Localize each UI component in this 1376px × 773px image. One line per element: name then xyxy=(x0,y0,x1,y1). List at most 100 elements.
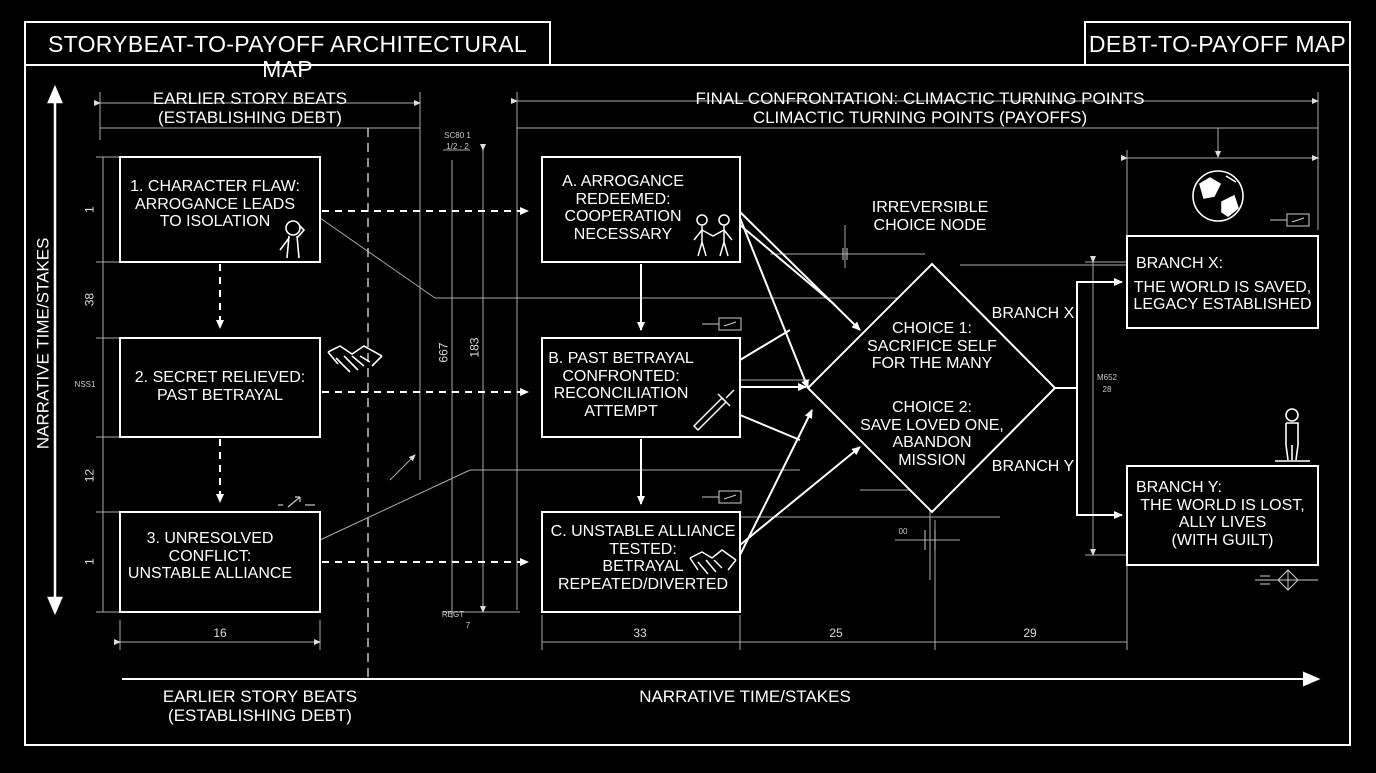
horizontal-axis-label: NARRATIVE TIME/STAKES xyxy=(639,687,851,706)
dim-left-2: 38 xyxy=(82,292,97,307)
beat-1-box xyxy=(119,156,321,263)
top-left-header: EARLIER STORY BEATS (ESTABLISHING DEBT) xyxy=(100,89,400,127)
horizontal-axis-arrow xyxy=(122,671,1321,687)
branch-y-text: BRANCH Y: THE WORLD IS LOST, ALLY LIVES … xyxy=(1130,479,1315,549)
dim-left-3: 12 xyxy=(82,468,97,483)
payoff-c-line-4: REPEATED/DIVERTED xyxy=(557,575,729,593)
beat-payoff-links xyxy=(216,207,529,566)
dim-ms-1: M652 xyxy=(1096,373,1117,382)
gauge-glyphs xyxy=(702,213,1318,591)
branch-x-box xyxy=(1126,235,1319,329)
branch-x-text: BRANCH X: THE WORLD IS SAVED, LEGACY EST… xyxy=(1130,255,1315,314)
top-right-header-line-2: CLIMACTIC TURNING POINTS (PAYOFFS) xyxy=(752,107,1088,127)
branch-y-box xyxy=(1126,465,1319,566)
payoff-b-line-4: ATTEMPT xyxy=(584,402,658,420)
dim-bottom-4: 29 xyxy=(1023,626,1037,640)
top-right-header-line-1: FINAL CONFRONTATION: CLIMACTIC TURNING P… xyxy=(695,89,1145,108)
dim-ms-2: 28 xyxy=(1102,385,1112,394)
branch-x-line-1: BRANCH X: xyxy=(1136,255,1224,272)
page-title-right: DEBT-TO-PAYOFF MAP xyxy=(1088,31,1347,57)
dim-sc-top-2: 1/2 - 2 xyxy=(446,142,469,151)
payoff-a-text: A. ARROGANCE REDEEMED: COOPERATION NECES… xyxy=(548,173,698,243)
payoff-b-line-2: CONFRONTED: xyxy=(562,367,680,385)
beat-3-line-2: CONFLICT: xyxy=(168,547,252,565)
branch-x-line-3: LEGACY ESTABLISHED xyxy=(1133,296,1312,314)
dim-sc-top-1: SC80 1 xyxy=(444,131,471,140)
choice-1-line-3: FOR THE MANY xyxy=(871,355,993,373)
handshake-icon xyxy=(327,345,383,373)
beat-1-line-1: 1. CHARACTER FLAW: xyxy=(130,178,300,195)
branch-y-label: BRANCH Y xyxy=(991,458,1075,475)
payoff-c-line-1: C. UNSTABLE ALLIANCE xyxy=(550,523,736,540)
choice-node-diamond xyxy=(806,262,1057,514)
payoff-a-line-4: NECESSARY xyxy=(573,225,673,243)
payoff-a-line-2: REDEEMED: xyxy=(575,190,671,208)
choice-2-line-4: MISSION xyxy=(898,451,966,469)
choice-node-label-line-1: IRREVERSIBLE xyxy=(871,199,989,216)
top-left-header-line-2: (ESTABLISHING DEBT) xyxy=(158,107,342,127)
beat-1-line-2: ARROGANCE LEADS xyxy=(134,195,296,213)
beat-3-line-3: UNSTABLE ALLIANCE xyxy=(127,565,293,583)
standing-person-icon xyxy=(1275,408,1310,462)
top-left-header-line-1: EARLIER STORY BEATS xyxy=(152,89,348,108)
dim-sc-bottom-1: REGT xyxy=(441,610,465,619)
dim-bottom-3: 25 xyxy=(829,626,843,640)
dim-glyphs xyxy=(842,248,936,550)
choice-node-label: IRREVERSIBLE CHOICE NODE xyxy=(850,199,1010,234)
payoff-a-line-3: COOPERATION xyxy=(564,208,682,226)
payoff-a-line-1: A. ARROGANCE xyxy=(562,173,684,190)
payoff-b-line-1: B. PAST BETRAYAL xyxy=(548,350,694,367)
beat-3-line-1: 3. UNRESOLVED xyxy=(146,530,274,547)
payoff-a-box xyxy=(541,156,741,263)
convergence-links xyxy=(739,211,861,556)
top-right-header: FINAL CONFRONTATION: CLIMACTIC TURNING P… xyxy=(540,89,1300,127)
branch-y-line-2: THE WORLD IS LOST, xyxy=(1140,496,1305,514)
payoff-c-line-3: BETRAYAL xyxy=(602,558,684,576)
outer-frame xyxy=(24,64,1351,746)
payoff-b-line-3: RECONCILIATION xyxy=(553,385,689,403)
beat-2-line-1: 2. SECRET RELIEVED: xyxy=(134,369,306,386)
choice-node-label-line-2: CHOICE NODE xyxy=(873,216,987,234)
choice-1-text: CHOICE 1: SACRIFICE SELF FOR THE MANY xyxy=(852,320,1012,373)
bottom-left-header-line-2: (ESTABLISHING DEBT) xyxy=(168,705,352,725)
branch-y-line-3: ALLY LIVES xyxy=(1178,514,1267,532)
choice-1-line-2: SACRIFICE SELF xyxy=(867,337,997,355)
vertical-axis-arrow xyxy=(47,84,63,616)
dim-sc-bottom-2: 7 xyxy=(465,621,471,630)
dagger-icon xyxy=(692,389,735,432)
vertical-axis-label: NARRATIVE TIME/STAKES xyxy=(33,237,53,450)
two-people-icon xyxy=(693,214,733,257)
bottom-left-header: EARLIER STORY BEATS (ESTABLISHING DEBT) xyxy=(110,687,410,725)
branch-y-line-1: BRANCH Y: xyxy=(1136,479,1222,496)
dim-oo: 00 xyxy=(898,527,908,536)
title-left-box xyxy=(24,21,551,66)
branch-y-line-4: (WITH GUILT) xyxy=(1171,531,1274,549)
dim-left-1: 1 xyxy=(82,206,97,213)
dim-bottom-2: 33 xyxy=(633,626,647,640)
bottom-left-header-line-1: EARLIER STORY BEATS xyxy=(162,687,358,706)
beat-2-text: 2. SECRET RELIEVED: PAST BETRAYAL xyxy=(120,369,320,404)
thinking-person-icon xyxy=(279,220,306,259)
beat-1-line-3: TO ISOLATION xyxy=(159,213,271,231)
dim-bottom-1: 16 xyxy=(213,626,227,640)
dim-left-mid: NSS1 xyxy=(74,380,96,389)
beat-3-box xyxy=(119,511,321,613)
title-right-box xyxy=(1084,21,1351,66)
branch-x-label: BRANCH X xyxy=(991,305,1075,322)
payoff-c-line-2: TESTED: xyxy=(609,540,677,558)
choice-2-text: CHOICE 2: SAVE LOVED ONE, ABANDON MISSIO… xyxy=(852,399,1012,469)
choice-2-line-3: ABANDON xyxy=(892,434,972,452)
globe-icon xyxy=(1192,170,1244,222)
choice-2-line-2: SAVE LOVED ONE, xyxy=(860,416,1004,434)
beat-2-line-2: PAST BETRAYAL xyxy=(157,386,283,404)
page-title: STORYBEAT-TO-PAYOFF ARCHITECTURAL MAP xyxy=(48,31,527,83)
dim-vertical-183: 183 xyxy=(467,337,482,358)
payoff-b-text: B. PAST BETRAYAL CONFRONTED: RECONCILIAT… xyxy=(546,350,696,420)
boxes xyxy=(119,156,1319,613)
beat-3-text: 3. UNRESOLVED CONFLICT: UNSTABLE ALLIANC… xyxy=(120,530,300,583)
branch-links xyxy=(1055,278,1123,519)
dim-vertical-667: 667 xyxy=(436,342,451,363)
beat-1-text: 1. CHARACTER FLAW: ARROGANCE LEADS TO IS… xyxy=(120,178,310,231)
